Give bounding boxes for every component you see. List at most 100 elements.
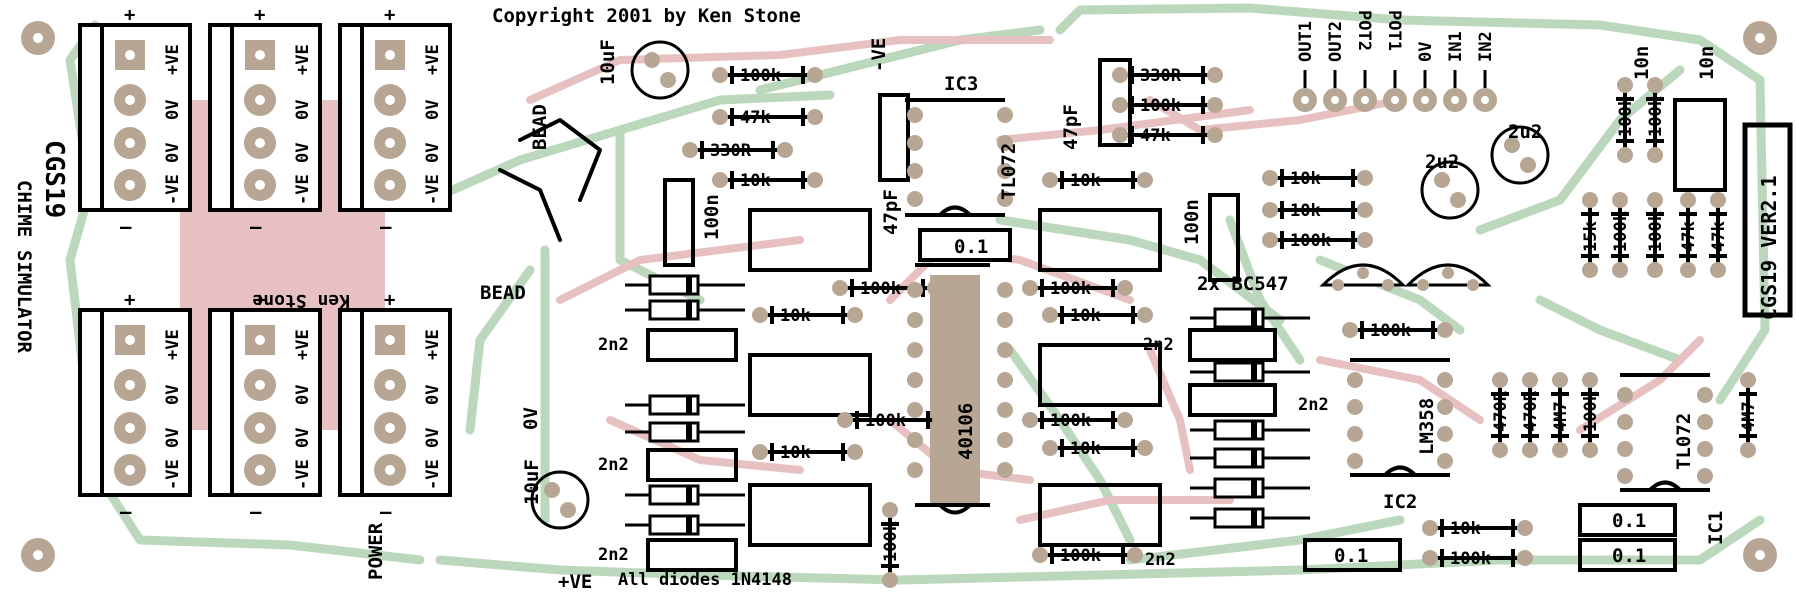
resistor-value-22: 100k xyxy=(860,279,901,299)
transistor-bc547-1 xyxy=(1319,263,1407,291)
power-pin-label: +VE xyxy=(163,44,183,75)
power-pin-label: -VE xyxy=(423,459,443,490)
power-minus-label: — xyxy=(120,216,132,238)
electrolytic-cap-3 xyxy=(1420,160,1480,220)
cap-47pf-1: 47pF xyxy=(880,189,902,235)
ic-40106-pin xyxy=(907,342,923,358)
cap-10uf-2: 10uF xyxy=(521,459,543,505)
ic-40106-label: 40106 xyxy=(955,403,977,460)
ic1-pin xyxy=(1617,387,1633,403)
power-pin-label: 0V xyxy=(163,385,183,405)
ic3-pin xyxy=(907,107,923,123)
ic-40106-pin xyxy=(997,372,1013,388)
ic1-pin xyxy=(1617,468,1633,484)
power-pin-label: 0V xyxy=(163,143,183,163)
resistor-value-18: 100k xyxy=(1450,549,1491,569)
ic1-pin xyxy=(1697,441,1713,457)
transistor-bc547-2 xyxy=(1404,263,1492,291)
mounting-holes xyxy=(21,21,1777,572)
header-pin-label: POT2 xyxy=(1354,10,1374,51)
resistor-value-v3: 100k xyxy=(1646,211,1666,252)
power-pin-label: 0V xyxy=(293,385,313,405)
ic2-pin xyxy=(1437,372,1453,388)
header-pin-label: POT1 xyxy=(1384,10,1404,51)
cap-01-2: 0.1 xyxy=(1334,545,1368,567)
ic3-pin xyxy=(907,163,923,179)
resistor-value-v6: 470R xyxy=(1491,390,1511,432)
cap-01-3: 0.1 xyxy=(1612,510,1646,532)
resistor-value-v8: 4M7 xyxy=(1551,401,1571,432)
plus-ve-label: +VE xyxy=(558,571,592,593)
ic-40106-body xyxy=(930,275,980,505)
power-pin-label: 0V xyxy=(423,385,443,405)
power-pin-label: 0V xyxy=(293,428,313,448)
title-line2: SIMULATOR xyxy=(13,250,35,354)
ic2-pin xyxy=(1347,399,1363,415)
resistor-value-v11: 100k xyxy=(1616,96,1636,137)
electrolytic-cap-2 xyxy=(530,470,590,530)
power-plus-label: + xyxy=(254,289,265,311)
ic1-pin xyxy=(1617,441,1633,457)
lm358-label: LM358 xyxy=(1416,398,1438,455)
resistor-value-v1: 15k xyxy=(1581,221,1601,252)
ic-40106-pin xyxy=(907,462,923,478)
resistor-value-23: 100k xyxy=(865,411,906,431)
resistor-value-v9: 100k xyxy=(1581,391,1601,432)
diode-5 xyxy=(625,484,745,506)
ic2-pin xyxy=(1347,453,1363,469)
resistor-value-v10: 4M7 xyxy=(1739,401,1759,432)
ic3-label: IC3 xyxy=(944,73,978,95)
header-pin-label: IN2 xyxy=(1476,31,1496,62)
power-minus-label: — xyxy=(250,501,262,523)
ic-40106-pin xyxy=(997,402,1013,418)
version-label: CGS19 VER2.1 xyxy=(1757,176,1781,321)
ic3-pin xyxy=(907,191,923,207)
header-pin-label: OUT1 xyxy=(1296,21,1316,62)
diode-7 xyxy=(1190,307,1310,329)
ic1-pin xyxy=(1617,414,1633,430)
ic3-type: TL072 xyxy=(998,143,1020,200)
copyright-text: Copyright 2001 by Ken Stone xyxy=(492,5,801,27)
power-plus-label: + xyxy=(254,4,265,26)
ic2-pin xyxy=(1437,453,1453,469)
cap-100n-1: 100n xyxy=(701,194,723,240)
resistor-value-1: 100k xyxy=(740,66,781,86)
diode-12 xyxy=(1190,507,1310,529)
resistor-value-v5: 47k xyxy=(1709,221,1729,252)
diode-11 xyxy=(1190,477,1310,499)
power-pin-label: +VE xyxy=(423,44,443,75)
power-pin-label: 0V xyxy=(423,428,443,448)
ic-40106-pin xyxy=(997,342,1013,358)
power-pin-label: +VE xyxy=(293,329,313,360)
cap-10uf-1: 10uF xyxy=(597,39,619,85)
diode-10 xyxy=(1190,447,1310,469)
resistor-value-10: 10k xyxy=(1290,201,1321,221)
ic2-pin xyxy=(1347,372,1363,388)
diode-3 xyxy=(625,394,745,416)
version-box xyxy=(1742,122,1793,318)
resistor-value-7: 47k xyxy=(1140,126,1171,146)
ic2-pin xyxy=(1347,426,1363,442)
ic-40106-pin xyxy=(997,282,1013,298)
ic1-type: TL072 xyxy=(1673,413,1695,470)
power-pin-label: 0V xyxy=(293,100,313,120)
bc547-label: 2x BC547 xyxy=(1197,273,1289,295)
ic3-pin xyxy=(997,135,1013,151)
minus-ve-label: -VE xyxy=(868,38,890,72)
resistor-value-2: 47k xyxy=(740,108,771,128)
cap-2n2-1: 2n2 xyxy=(598,335,629,355)
bead-label-2: BEAD xyxy=(480,282,526,304)
electrolytic-cap-1 xyxy=(630,40,690,100)
zero-v-label: 0V xyxy=(520,407,542,430)
resistor-value-12: 10k xyxy=(780,306,811,326)
power-pin-label: -VE xyxy=(423,174,443,205)
ic1-label: IC1 xyxy=(1705,511,1727,545)
power-pin-label: 0V xyxy=(163,100,183,120)
resistor-value-11: 100k xyxy=(1290,231,1331,251)
power-plus-label: + xyxy=(124,4,135,26)
ic-40106-pin xyxy=(907,432,923,448)
